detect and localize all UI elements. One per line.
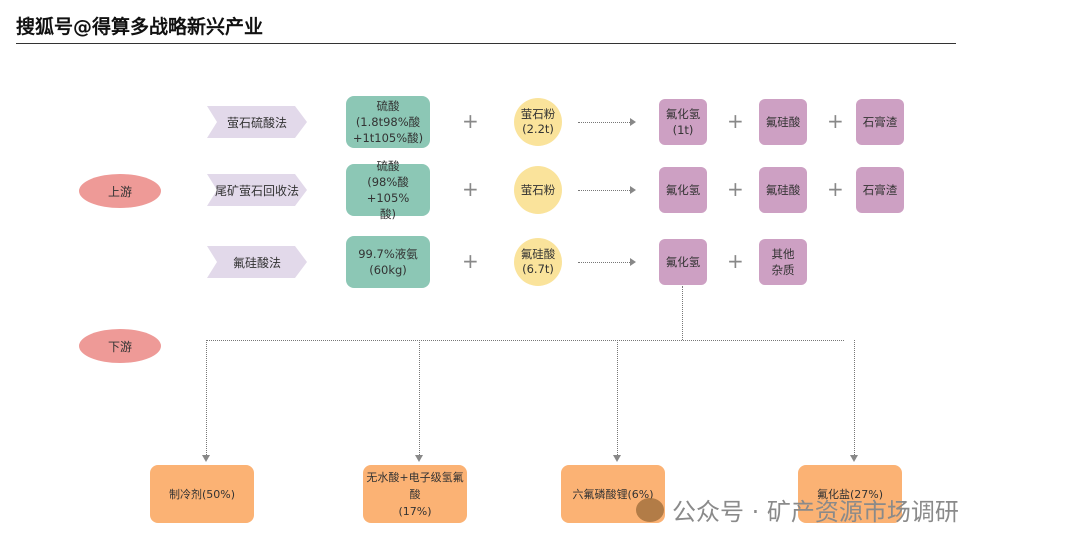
- reagent-box: 硫酸 (98%酸+105% 酸): [346, 159, 430, 221]
- plus-sign: +: [462, 109, 479, 133]
- input-circle: 萤石粉: [514, 166, 562, 214]
- connector: [207, 340, 844, 341]
- product-box: 氟化氢: [659, 239, 707, 285]
- dotted-arrow: [578, 262, 632, 263]
- dotted-arrow: [578, 122, 632, 123]
- page-title: 搜狐号@得算多战略新兴产业: [16, 16, 264, 38]
- upstream-label: 上游: [79, 174, 161, 208]
- plus-sign: +: [727, 249, 744, 273]
- watermark: 公众号 · 矿产资源市场调研: [636, 492, 959, 527]
- product-box: 其他 杂质: [759, 239, 807, 285]
- plus-sign: +: [727, 177, 744, 201]
- arrow-down-icon: [850, 455, 858, 462]
- plus-sign: +: [827, 109, 844, 133]
- method-label: 尾矿萤石回收法: [207, 174, 307, 206]
- plus-sign: +: [727, 109, 744, 133]
- arrow-head-icon: [630, 186, 636, 194]
- downstream-label: 下游: [79, 329, 161, 363]
- product-box: 石膏渣: [856, 167, 904, 213]
- dotted-arrow: [578, 190, 632, 191]
- downstream-box: 氟化盐(27%): [798, 465, 902, 523]
- product-box: 氟硅酸: [759, 167, 807, 213]
- reagent-box: 硫酸 (1.8t98%酸 +1t105%酸): [346, 96, 430, 148]
- product-box: 氟化氢 (1t): [659, 99, 707, 145]
- connector: [617, 340, 618, 455]
- method-label: 氟硅酸法: [207, 246, 307, 278]
- wechat-icon: [636, 497, 664, 522]
- downstream-box: 制冷剂(50%): [150, 465, 254, 523]
- input-circle: 萤石粉 (2.2t): [514, 98, 562, 146]
- connector: [854, 340, 855, 455]
- arrow-down-icon: [415, 455, 423, 462]
- downstream-box: 六氟磷酸锂(6%): [561, 465, 665, 523]
- input-circle: 氟硅酸 (6.7t): [514, 238, 562, 286]
- divider: [16, 43, 956, 44]
- arrow-head-icon: [630, 118, 636, 126]
- connector: [206, 340, 207, 455]
- arrow-down-icon: [202, 455, 210, 462]
- arrow-head-icon: [630, 258, 636, 266]
- arrow-down-icon: [613, 455, 621, 462]
- product-box: 氟化氢: [659, 167, 707, 213]
- downstream-box: 无水酸+电子级氢氟酸 (17%): [363, 465, 467, 523]
- connector: [419, 340, 420, 455]
- plus-sign: +: [462, 177, 479, 201]
- watermark-text: 公众号 · 矿产资源市场调研: [672, 498, 959, 526]
- method-label: 萤石硫酸法: [207, 106, 307, 138]
- product-box: 氟硅酸: [759, 99, 807, 145]
- reagent-box: 99.7%液氨 (60kg): [346, 236, 430, 288]
- plus-sign: +: [827, 177, 844, 201]
- plus-sign: +: [462, 249, 479, 273]
- product-box: 石膏渣: [856, 99, 904, 145]
- connector: [682, 286, 683, 340]
